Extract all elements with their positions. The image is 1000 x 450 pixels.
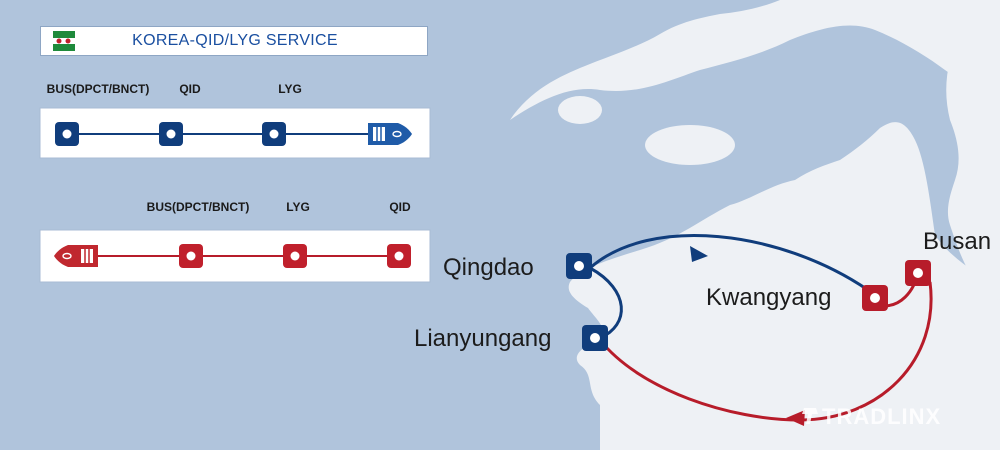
legend-label: BUS(DPCT/BNCT)	[46, 82, 150, 96]
ship-icon	[54, 245, 98, 267]
port-marker-busan	[905, 260, 931, 286]
land-china	[568, 122, 1000, 450]
port-marker-qingdao	[566, 253, 592, 279]
land-north	[510, 0, 1000, 120]
service-title: KOREA-QID/LYG SERVICE	[132, 32, 338, 49]
map-label-busan: Busan	[923, 228, 992, 255]
island	[645, 125, 735, 165]
port-marker-lianyungang	[582, 325, 608, 351]
land-korea	[946, 0, 1000, 300]
map-label-qingdao: Qingdao	[443, 254, 534, 281]
watermark: TRADLINX	[822, 404, 942, 429]
island	[742, 200, 778, 220]
ship-icon	[368, 123, 412, 145]
route-blue-arrow	[690, 246, 708, 262]
carrier-logo-icon	[53, 31, 75, 51]
legend-label: QID	[179, 82, 201, 96]
island	[558, 96, 602, 124]
map-label-kwangyang: Kwangyang	[706, 284, 832, 311]
legend-route-red	[54, 244, 411, 268]
tradlinx-logo-icon	[802, 408, 818, 424]
legend-label: LYG	[278, 82, 302, 96]
legend-label: QID	[389, 200, 411, 214]
legend-route-blue	[55, 122, 412, 146]
legend-label: LYG	[286, 200, 310, 214]
service-title-box: KOREA-QID/LYG SERVICE	[40, 26, 428, 56]
legend-label: BUS(DPCT/BNCT)	[146, 200, 250, 214]
route-red-arrow	[786, 410, 805, 426]
route-blue-line	[589, 234, 869, 292]
map-label-lianyungang: Lianyungang	[414, 325, 552, 352]
route-blue-line	[589, 266, 623, 340]
port-marker-kwangyang	[862, 285, 888, 311]
